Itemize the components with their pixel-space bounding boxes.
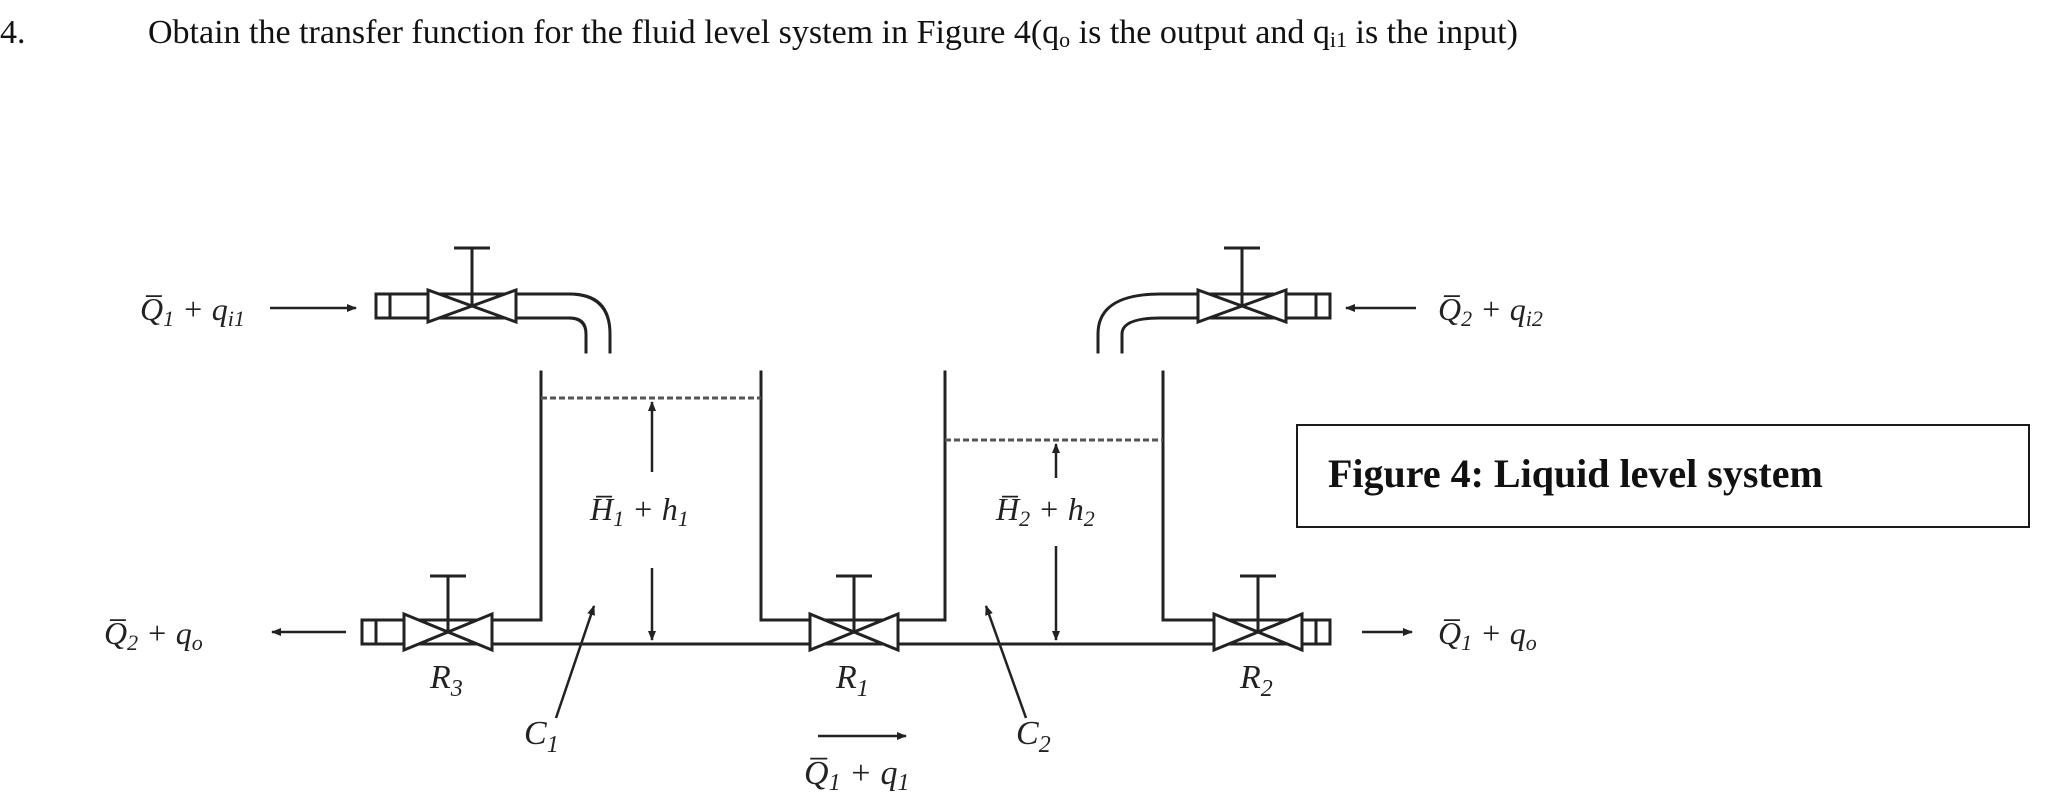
question-number: 4.	[0, 14, 26, 51]
inlet-left-elbow-inner	[568, 316, 588, 354]
figure-caption: Figure 4: Liquid level system	[1328, 451, 1823, 496]
inlet-left-valve-icon	[426, 246, 518, 325]
question-text: Obtain the transfer function for the flu…	[148, 14, 1518, 53]
inlet-right-elbow-outer	[1096, 292, 1162, 354]
inflow-left-label: Q̅1 + qi1	[140, 291, 245, 331]
input-subscript: i1	[1329, 27, 1347, 52]
inlet-right-elbow-inner	[1120, 316, 1162, 354]
inlet-left-elbow-outer	[568, 292, 612, 354]
inlet-right-valve-icon	[1196, 246, 1288, 325]
valve-r1-icon	[808, 574, 900, 653]
question-text-part1: Obtain the transfer function for the flu…	[148, 14, 1060, 51]
valve-r3-icon	[402, 574, 494, 653]
valve-r1-label: R1	[835, 659, 869, 702]
inflow-right-label: Q̅2 + qi2	[1438, 291, 1543, 331]
figure-caption-box: Figure 4: Liquid level system	[1296, 424, 2030, 528]
middle-flow-label: Q̅1 + q1	[804, 755, 910, 796]
capacitance-c1-label: C1	[524, 715, 559, 758]
question-text-part2: is the output and q	[1070, 14, 1330, 51]
c1-pointer-arrow	[554, 605, 596, 719]
valve-r3-label: R3	[429, 659, 463, 702]
capacitance-c2-label: C2	[1016, 715, 1051, 758]
head-tank2-label: H̅2 + h2	[995, 491, 1095, 531]
output-subscript: o	[1059, 27, 1071, 52]
head-tank1-label: H̅1 + h1	[589, 491, 689, 531]
c2-pointer-arrow	[984, 605, 1028, 719]
valve-r2-icon	[1212, 574, 1304, 653]
question-text-part3: is the input)	[1347, 14, 1518, 51]
outflow-right-label: Q̅1 + qo	[1438, 615, 1537, 655]
valve-r2-label: R2	[1239, 659, 1273, 702]
outflow-left-label: Q̅2 + qo	[104, 615, 203, 655]
